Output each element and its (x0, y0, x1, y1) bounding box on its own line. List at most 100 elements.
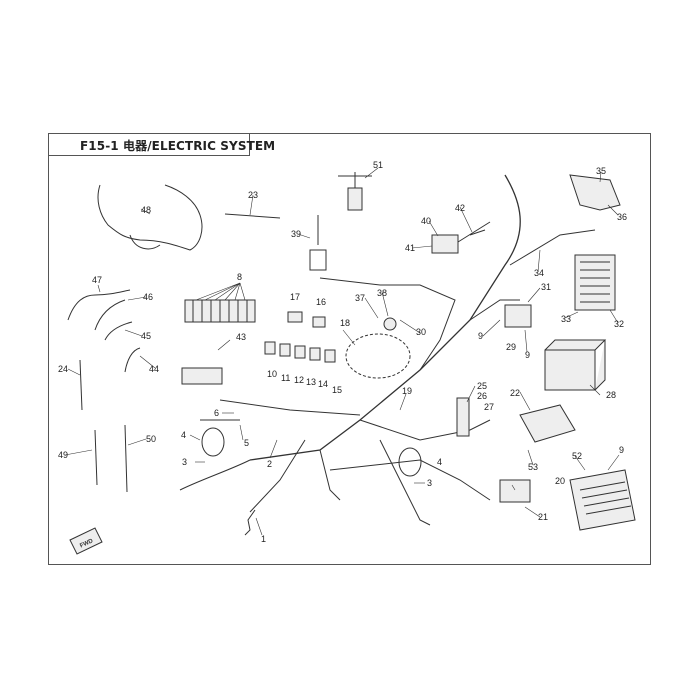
harness-branch-i (219, 399, 361, 416)
label-13: 13 (306, 377, 316, 387)
label-39: 39 (291, 229, 301, 239)
part-23-cable (224, 213, 281, 219)
part-35 (569, 174, 621, 211)
harness-branch-b (359, 419, 491, 441)
label-19: 19 (402, 386, 412, 396)
label-10: 10 (267, 369, 277, 379)
label-40: 40 (421, 216, 431, 226)
relay-row (264, 341, 336, 363)
label-25: 25 (477, 381, 487, 391)
part-51 (347, 187, 363, 211)
harness-branch-a (509, 229, 596, 266)
label-4a: 4 (181, 430, 186, 440)
page-title: F15-1 电器/ELECTRIC SYSTEM (80, 139, 276, 153)
part-32 (574, 254, 616, 311)
part-18 (345, 333, 411, 379)
label-4b: 4 (437, 457, 442, 467)
part-28 (544, 339, 607, 391)
part-40 (431, 234, 459, 254)
part-46 (94, 299, 126, 331)
label-53: 53 (528, 462, 538, 472)
part-45 (104, 321, 133, 341)
harness-branch-d (179, 459, 251, 491)
label-35: 35 (596, 166, 606, 176)
label-8: 8 (237, 272, 242, 282)
horn-left (201, 427, 225, 457)
label-27: 27 (484, 402, 494, 412)
part-16 (312, 316, 326, 328)
label-28: 28 (606, 390, 616, 400)
part-25 (456, 397, 470, 437)
harness-branch-e (249, 439, 306, 513)
label-47: 47 (92, 275, 102, 285)
label-42: 42 (455, 203, 465, 213)
label-24: 24 (58, 364, 68, 374)
label-12: 12 (294, 375, 304, 385)
label-34: 34 (534, 268, 544, 278)
label-23: 23 (248, 190, 258, 200)
part-44 (124, 347, 141, 373)
label-37: 37 (355, 293, 365, 303)
part-52 (569, 469, 636, 531)
label-33: 33 (561, 314, 571, 324)
label-18: 18 (340, 318, 350, 328)
label-49: 49 (58, 450, 68, 460)
part-20 (499, 479, 531, 503)
label-22: 22 (510, 388, 520, 398)
harness-branch-k (379, 439, 431, 526)
horn-right (398, 447, 422, 477)
label-36: 36 (617, 212, 627, 222)
part-38 (383, 317, 397, 331)
label-44: 44 (149, 364, 159, 374)
part-47 (67, 289, 131, 321)
label-26: 26 (477, 391, 487, 401)
label-1: 1 (261, 534, 266, 544)
label-3b: 3 (427, 478, 432, 488)
part-49 (94, 429, 98, 486)
label-9b: 9 (525, 350, 530, 360)
label-45: 45 (141, 331, 151, 341)
label-14: 14 (318, 379, 328, 389)
part-17 (287, 311, 303, 323)
label-52: 52 (572, 451, 582, 461)
label-9c: 9 (619, 445, 624, 455)
label-3a: 3 (182, 457, 187, 467)
fwd-arrow-icon (69, 527, 103, 555)
label-2: 2 (267, 459, 272, 469)
label-5: 5 (244, 438, 249, 448)
label-32: 32 (614, 319, 624, 329)
label-30: 30 (416, 327, 426, 337)
harness-branch-c (319, 449, 341, 501)
part-29 (504, 304, 532, 328)
title-box (48, 133, 250, 156)
label-31: 31 (541, 282, 551, 292)
part-39 (309, 215, 327, 271)
label-9a: 9 (478, 331, 483, 341)
label-21: 21 (538, 512, 548, 522)
label-20: 20 (555, 476, 565, 486)
harness-branch-h (319, 277, 456, 371)
fwd-label: FWD (79, 538, 95, 549)
label-43: 43 (236, 332, 246, 342)
label-11: 11 (281, 373, 290, 383)
label-46: 46 (143, 292, 153, 302)
label-16: 16 (316, 297, 326, 307)
part-24 (79, 359, 83, 411)
label-41: 41 (405, 243, 415, 253)
label-6: 6 (214, 408, 219, 418)
part-1 (244, 509, 256, 536)
label-51: 51 (373, 160, 383, 170)
part-22 (519, 404, 576, 443)
harness-branch-f (329, 459, 491, 501)
label-38: 38 (377, 288, 387, 298)
label-29: 29 (506, 342, 516, 352)
label-48: 48 (141, 205, 151, 215)
part-50 (124, 424, 128, 493)
label-17: 17 (290, 292, 300, 302)
label-50: 50 (146, 434, 156, 444)
harness-branch-g (469, 299, 520, 321)
label-15: 15 (332, 385, 342, 395)
part-48-harness (97, 184, 203, 251)
part-labels: 1 2 3 3 4 4 5 6 8 9 9 9 10 11 12 13 14 1… (58, 160, 627, 544)
